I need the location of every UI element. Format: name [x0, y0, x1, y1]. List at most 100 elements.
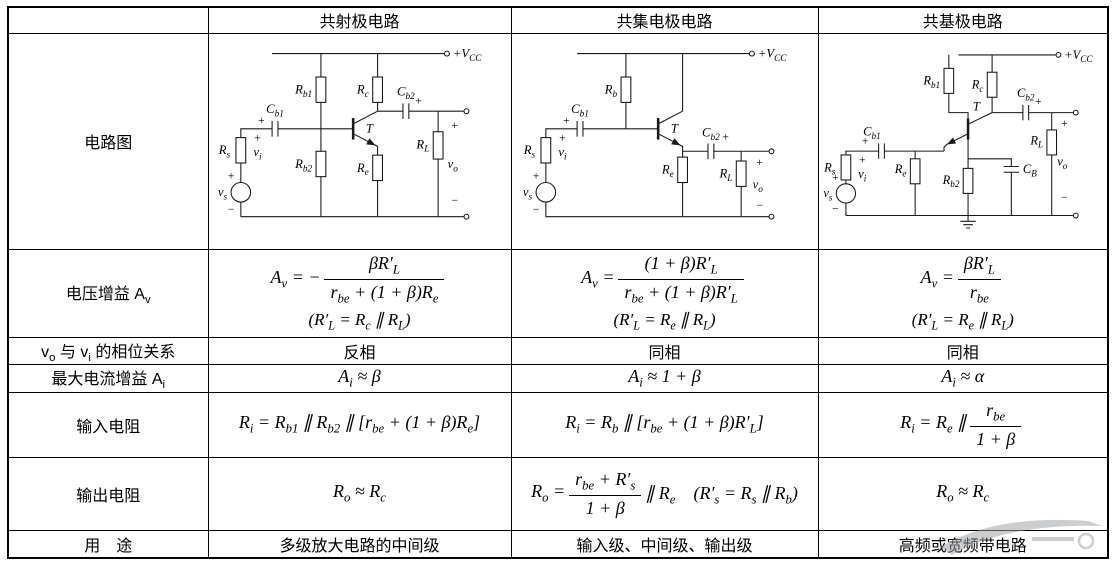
cb1-label: Cb1: [571, 102, 589, 119]
gain-cb-den: rbe: [969, 281, 989, 306]
row-label-output-resistance: 输出电阻: [7, 456, 209, 531]
vi-label: vi: [558, 145, 567, 162]
vo-plus-sign: +: [756, 156, 763, 169]
gain-ce-den: rbe + (1 + β)Re: [330, 281, 439, 306]
re-label: Re: [893, 162, 906, 178]
cell-circuit-common-base: +VCC Rb1 Rc T Cb1 + Rs + vi vs + − Re Rb…: [817, 32, 1109, 250]
gain-cc-num: (1 + β)R′L: [618, 253, 744, 280]
vo-plus-sign: +: [1060, 118, 1067, 130]
row-label-circuit: 电路图: [7, 32, 209, 250]
cell-rout-ce: Ro ≈ Rc: [207, 456, 512, 531]
row-label-gain-text: 电压增益 Av: [65, 285, 151, 307]
rout-cc-lhs: Ro =: [531, 481, 566, 505]
vo-minus-sign: −: [756, 199, 763, 212]
vo-label: vo: [447, 157, 458, 174]
corner-cell: [7, 6, 209, 34]
output-terminal-top: [767, 148, 774, 155]
vs-label: vs: [217, 185, 227, 202]
resistor-re: [371, 154, 383, 182]
capacitor-cb1: [271, 120, 278, 137]
output-terminal-top: [462, 108, 469, 115]
rs-label: Rs: [823, 160, 836, 176]
row-label-usage: 用 途: [7, 529, 209, 559]
cb1-label: Cb1: [863, 125, 880, 141]
cell-current-gain-cc: Ai ≈ 1 + β: [510, 363, 819, 393]
source-symbol: [835, 183, 856, 204]
row-label-phase: vo 与 vi 的相位关系: [7, 336, 209, 365]
row-label-phase-text: vo 与 vi 的相位关系: [41, 343, 176, 364]
rb2-label: Rb2: [294, 157, 312, 174]
capacitor-cb1: [576, 120, 583, 137]
cell-usage-ce: 多级放大电路的中间级: [207, 529, 512, 559]
rc-label: Rc: [970, 78, 983, 94]
cell-rin-cc: Ri = Rb ∥ [rbe + (1 + β)R′L]: [510, 391, 819, 458]
row-label-gain: 电压增益 Av: [7, 248, 209, 338]
rs-label: Rs: [217, 143, 230, 160]
resistor-re: [909, 158, 921, 185]
cell-usage-cb: 高频或宽频带电路: [817, 529, 1109, 559]
cell-circuit-common-emitter: +VCC Rb1 Rc Cb1 + Rb2 Re T Cb2 + Rs + vi…: [207, 32, 512, 250]
vcc-label: +VCC: [757, 46, 786, 63]
vs-minus-sign: −: [832, 204, 839, 216]
emitter-arrow: [670, 138, 681, 146]
vi-label: vi: [253, 145, 262, 162]
resistor-symbols: [234, 76, 444, 182]
capacitor-cb2: [1021, 104, 1029, 121]
cb1-plus-sign: +: [861, 135, 868, 147]
resistor-rb1: [315, 76, 326, 103]
gain-ce-note: (R′L = Rc ∥ RL): [308, 310, 411, 333]
vi-label: vi: [858, 167, 867, 183]
gain-cc-lhs: Av =: [581, 267, 615, 291]
wires: [844, 54, 1073, 229]
row-label-input-resistance: 输入电阻: [7, 391, 209, 458]
cell-rout-cb: Ro ≈ Rc: [817, 456, 1109, 531]
output-terminal-bottom: [1072, 212, 1079, 219]
resistor-symbols: [840, 67, 1057, 194]
cell-current-gain-ce: Ai ≈ β: [207, 363, 512, 393]
cell-phase-cc: 同相: [510, 336, 819, 365]
vcc-label: +VCC: [452, 46, 481, 63]
rl-label: RL: [1029, 133, 1043, 149]
resistor-rs: [840, 154, 851, 181]
vcc-terminal: [443, 50, 450, 57]
rb-label: Rb: [603, 83, 617, 100]
vcc-label: +VCC: [1064, 48, 1093, 64]
cell-phase-cb: 同相: [817, 336, 1109, 365]
rin-cb-lhs: Ri = Re ∥: [900, 412, 967, 436]
circuit-diagram-common-collector: +VCC Rb Cb1 + T Cb2 + Re RL Rs + vi vs +…: [522, 46, 787, 220]
wires: [544, 53, 769, 218]
rb1-label: Rb1: [294, 83, 312, 100]
capacitor-cb1: [877, 143, 885, 159]
cbb-label: CB: [1022, 162, 1036, 178]
vcc-terminal: [748, 50, 755, 57]
resistor-rl: [735, 160, 747, 187]
cell-current-gain-cb: Ai ≈ α: [817, 363, 1109, 393]
amplifier-comparison-table: 共射极电路 共集电极电路 共基极电路 电路图: [7, 6, 1109, 560]
rout-cc-tail: ∥ Re (R′s = Rs ∥ Rb): [645, 483, 798, 507]
rin-cb-num: rbe: [970, 400, 1022, 427]
re-label: Re: [355, 161, 368, 178]
rin-cb-den: 1 + β: [976, 428, 1016, 449]
cb2-plus-sign: +: [415, 94, 422, 107]
resistor-rc: [371, 76, 383, 103]
vcc-terminal: [1055, 51, 1061, 58]
vs-plus-sign: +: [532, 170, 539, 183]
cb2-plus-sign: +: [1035, 96, 1042, 108]
input-resistance-row: 输入电阻 Ri = Rb1 ∥ Rb2 ∥ [rbe + (1 + β)Re] …: [7, 391, 1109, 458]
cb2-label: Cb2: [397, 85, 415, 102]
re-label: Re: [660, 163, 673, 180]
cell-circuit-common-collector: +VCC Rb Cb1 + T Cb2 + Re RL Rs + vi vs +…: [510, 32, 819, 250]
output-terminal-bottom: [462, 213, 469, 220]
resistor-rl: [432, 131, 444, 160]
rout-cc-den: 1 + β: [585, 497, 625, 518]
gain-cb-lhs: Av =: [920, 267, 954, 291]
cb2-plus-sign: +: [722, 131, 729, 144]
cell-usage-cc: 输入级、中间级、输出级: [510, 529, 819, 559]
